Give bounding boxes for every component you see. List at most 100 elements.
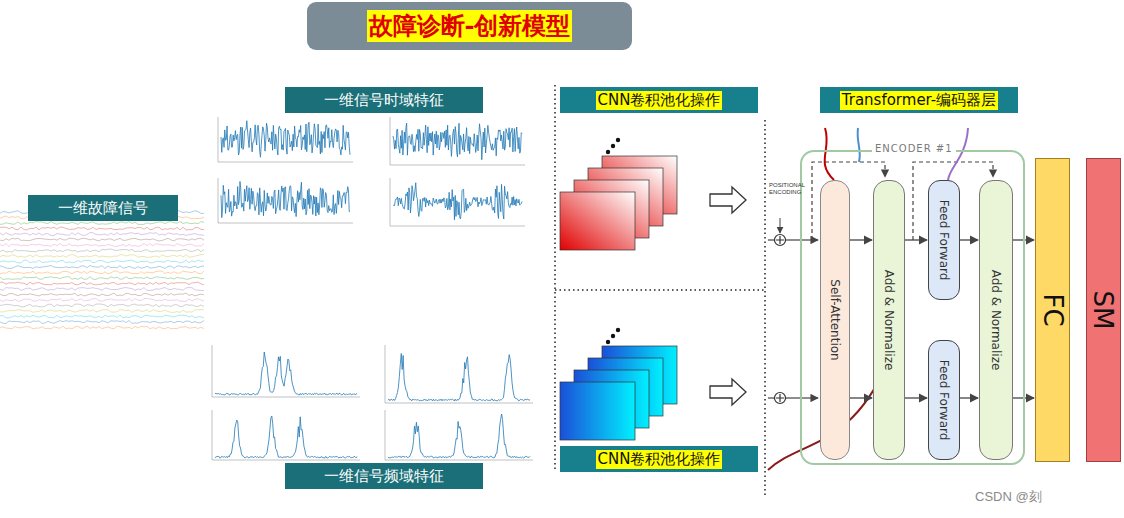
feature-map — [560, 382, 635, 440]
separator-line — [555, 289, 765, 291]
flow-arrow — [850, 239, 872, 240]
node-label: Add & Normalize — [989, 270, 1003, 371]
section-header: 一维信号时域特征 — [285, 87, 483, 113]
flow-arrow — [960, 397, 978, 398]
ellipsis-dot — [616, 328, 620, 332]
time-signal — [393, 123, 522, 160]
input-arrow — [786, 397, 818, 398]
section-header: CNN卷积池化操作 — [560, 87, 758, 113]
signal-trace — [0, 315, 204, 318]
plot-axes — [390, 117, 525, 165]
feature-map — [560, 192, 635, 250]
hollow-arrow — [710, 187, 746, 213]
section-header: 一维信号频域特征 — [285, 463, 483, 489]
flow-curve — [948, 128, 968, 180]
fc-layer: FC — [1035, 158, 1070, 462]
time-signal — [221, 121, 350, 157]
ellipsis-dot — [606, 340, 610, 344]
plus-symbol — [775, 393, 786, 404]
node-label: Transformer-编码器层 — [840, 91, 998, 110]
signal-trace — [0, 326, 204, 329]
plus-symbol — [775, 235, 786, 246]
plot-axes — [385, 345, 533, 403]
block-heading: ENCODER #1 — [872, 143, 956, 154]
signal-trace — [0, 282, 204, 285]
signal-trace — [0, 255, 204, 258]
input-line — [768, 239, 774, 240]
plot-axes — [218, 117, 353, 162]
attention-box: Self-Attention — [820, 180, 850, 460]
signal-trace — [0, 227, 204, 230]
feedforward-box: Feed Forward — [928, 340, 960, 460]
plot-axes — [218, 178, 353, 223]
separator-line — [764, 120, 766, 495]
annotation: POSITIONAL ENCODING — [769, 182, 809, 196]
signal-trace — [0, 266, 204, 269]
node-label: Add & Normalize — [882, 270, 896, 371]
signal-trace — [0, 299, 204, 302]
plot-axes — [390, 178, 525, 226]
section-header: Transformer-编码器层 — [820, 87, 1018, 113]
signal-trace — [0, 249, 204, 252]
spectrum — [388, 354, 530, 401]
softmax-layer: SM — [1086, 158, 1121, 462]
normalize-box: Add & Normalize — [873, 180, 905, 460]
signal-trace — [0, 293, 204, 296]
signal-trace — [0, 244, 204, 247]
signal-trace — [0, 277, 204, 280]
time-signal — [393, 183, 522, 220]
flow-arrow — [850, 397, 872, 398]
signal-trace — [0, 233, 204, 236]
node-label: SM — [1089, 291, 1119, 330]
signal-trace — [0, 288, 204, 291]
flow-arrow — [960, 239, 978, 240]
spectrum — [215, 416, 357, 458]
plus-symbol — [776, 394, 784, 402]
plot-axes — [385, 410, 533, 460]
signal-trace — [0, 304, 204, 307]
flow-arrow — [905, 397, 927, 398]
flow-curve — [825, 128, 834, 180]
ellipsis-dot — [606, 150, 610, 154]
signal-trace — [0, 321, 204, 324]
signal-trace — [0, 271, 204, 274]
normalize-box: Add & Normalize — [979, 180, 1013, 460]
positional-arrow — [780, 218, 781, 233]
title-box: 故障诊断-创新模型 — [307, 2, 632, 50]
hollow-arrow — [710, 379, 746, 405]
encoder-block: ENCODER #1Self-AttentionAdd & NormalizeF… — [800, 150, 1025, 465]
node-label: CNN卷积池化操作 — [596, 91, 723, 110]
spectrum — [388, 414, 530, 458]
node-label: 一维信号频域特征 — [324, 467, 444, 486]
plot-axes — [212, 410, 360, 460]
plot-axes — [212, 345, 360, 397]
input-arrow — [786, 239, 818, 240]
node-label: 一维信号时域特征 — [324, 91, 444, 110]
signal-trace — [0, 222, 204, 225]
node-label: 一维故障信号 — [58, 199, 148, 218]
signal-trace — [0, 238, 204, 241]
node-label: Self-Attention — [828, 279, 842, 360]
input-line — [768, 397, 774, 398]
flow-curve — [858, 128, 860, 162]
spectrum — [215, 352, 357, 395]
signal-trace — [0, 310, 204, 313]
ellipsis-dot — [611, 334, 615, 338]
ellipsis-dot — [611, 144, 615, 148]
watermark: CSDN @刻 — [975, 490, 1042, 505]
section-header: CNN卷积池化操作 — [560, 446, 758, 472]
flow-arrow — [905, 239, 927, 240]
node-label: CNN卷积池化操作 — [596, 450, 723, 469]
separator-line — [554, 85, 556, 472]
signal-trace — [0, 260, 204, 263]
node-label: Feed Forward — [937, 200, 951, 281]
node-label: Feed Forward — [937, 360, 951, 441]
feedforward-box: Feed Forward — [928, 180, 960, 300]
plus-symbol — [776, 236, 784, 244]
time-signal — [221, 181, 350, 217]
section-header: 一维故障信号 — [28, 195, 178, 221]
title: 故障诊断-创新模型 — [367, 10, 573, 42]
ellipsis-dot — [616, 138, 620, 142]
node-label: FC — [1038, 293, 1068, 326]
